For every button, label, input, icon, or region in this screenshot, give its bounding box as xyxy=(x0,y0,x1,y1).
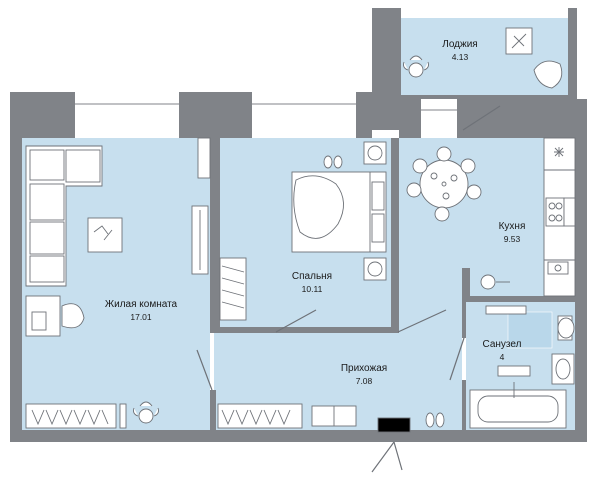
wall-bath-left-lower xyxy=(462,380,466,430)
shoe-rack-icon xyxy=(311,405,357,427)
star-icon xyxy=(554,147,564,157)
chair-icon xyxy=(61,303,85,329)
room-name: Спальня xyxy=(291,271,333,282)
bedroom-furniture xyxy=(219,141,387,321)
hallway-furniture xyxy=(217,403,445,429)
sofa-icon xyxy=(25,145,103,287)
coffee-table-icon xyxy=(87,217,123,253)
window-bedroom xyxy=(252,92,356,138)
living-furniture xyxy=(25,137,211,429)
armchair-icon xyxy=(533,60,563,89)
entrance-swing xyxy=(371,441,395,473)
room-area: 9.53 xyxy=(503,234,521,244)
shoes-icon xyxy=(425,412,445,428)
window-loggia xyxy=(401,8,568,18)
door-kitchen xyxy=(397,309,447,333)
wall-living-bedroom xyxy=(210,138,220,333)
door-loggia xyxy=(462,105,501,131)
room-area: 4.13 xyxy=(451,52,469,62)
wardrobe-icon xyxy=(219,257,247,321)
shelf-icon xyxy=(485,305,531,377)
room-label-bedroom: Спальня 10.11 xyxy=(272,270,352,296)
bathtub-icon xyxy=(469,382,567,429)
stove-icon xyxy=(545,197,576,227)
wardrobe-icon xyxy=(25,403,127,429)
door-bathroom xyxy=(449,337,465,381)
wardrobe-icon xyxy=(217,403,303,429)
wall-bedroom-bottom xyxy=(210,327,399,333)
room-name: Кухня xyxy=(498,221,526,232)
bathroom-tiles xyxy=(507,311,553,349)
room-name: Прихожая xyxy=(340,363,388,374)
room-label-living: Жилая комната 17.01 xyxy=(86,298,196,324)
wall-bath-left xyxy=(462,298,466,338)
room-area: 17.01 xyxy=(130,312,152,322)
window-living xyxy=(75,92,179,138)
room-label-loggia: Лоджия 4.13 xyxy=(420,38,500,64)
room-name: Санузел xyxy=(482,339,522,350)
nightstand-icon xyxy=(363,141,387,281)
wall-left xyxy=(10,92,22,442)
wall-kitchen-stub xyxy=(462,268,470,302)
room-area: 4 xyxy=(499,352,505,362)
wall-right xyxy=(575,99,587,442)
room-name: Лоджия xyxy=(442,39,478,50)
bathroom-furniture xyxy=(469,305,575,429)
room-area: 7.08 xyxy=(355,376,373,386)
kitchen-furniture xyxy=(406,137,576,297)
wall-bottom xyxy=(10,430,587,442)
toilet-icon xyxy=(557,315,575,341)
desk-icon xyxy=(25,295,61,337)
wall-bath-top xyxy=(462,296,575,302)
windows xyxy=(75,8,568,138)
hall-corner-floor xyxy=(399,296,462,336)
wall-living-hall xyxy=(210,390,216,430)
shelf-icon xyxy=(191,137,211,275)
room-name: Жилая комната xyxy=(104,299,178,310)
table-icon xyxy=(505,27,533,55)
room-label-kitchen: Кухня 9.53 xyxy=(472,220,552,246)
washbasin-icon xyxy=(551,353,575,385)
room-label-bathroom: Санузел 4 xyxy=(462,338,542,364)
plant-icon xyxy=(403,55,429,78)
room-label-hallway: Прихожая 7.08 xyxy=(324,362,404,388)
entrance-door-icon xyxy=(377,417,411,433)
dining-table-icon xyxy=(406,146,482,222)
window-kitchen xyxy=(421,99,457,138)
walls xyxy=(10,8,587,442)
wall-loggia-left xyxy=(372,8,401,130)
sink-icon xyxy=(547,261,569,275)
slippers-icon xyxy=(323,155,343,169)
plant-icon xyxy=(133,401,159,424)
wall-loggia-right xyxy=(568,8,577,99)
door-bedroom xyxy=(275,309,317,333)
loggia-furniture xyxy=(403,27,563,89)
wall-bedroom-kitchen xyxy=(391,138,399,333)
doors xyxy=(196,105,501,473)
wall-loggia-bottom xyxy=(401,95,577,99)
bed-icon xyxy=(291,171,387,253)
room-area: 10.11 xyxy=(301,284,323,294)
trash-bin-icon xyxy=(480,274,510,290)
door-living xyxy=(196,349,213,391)
